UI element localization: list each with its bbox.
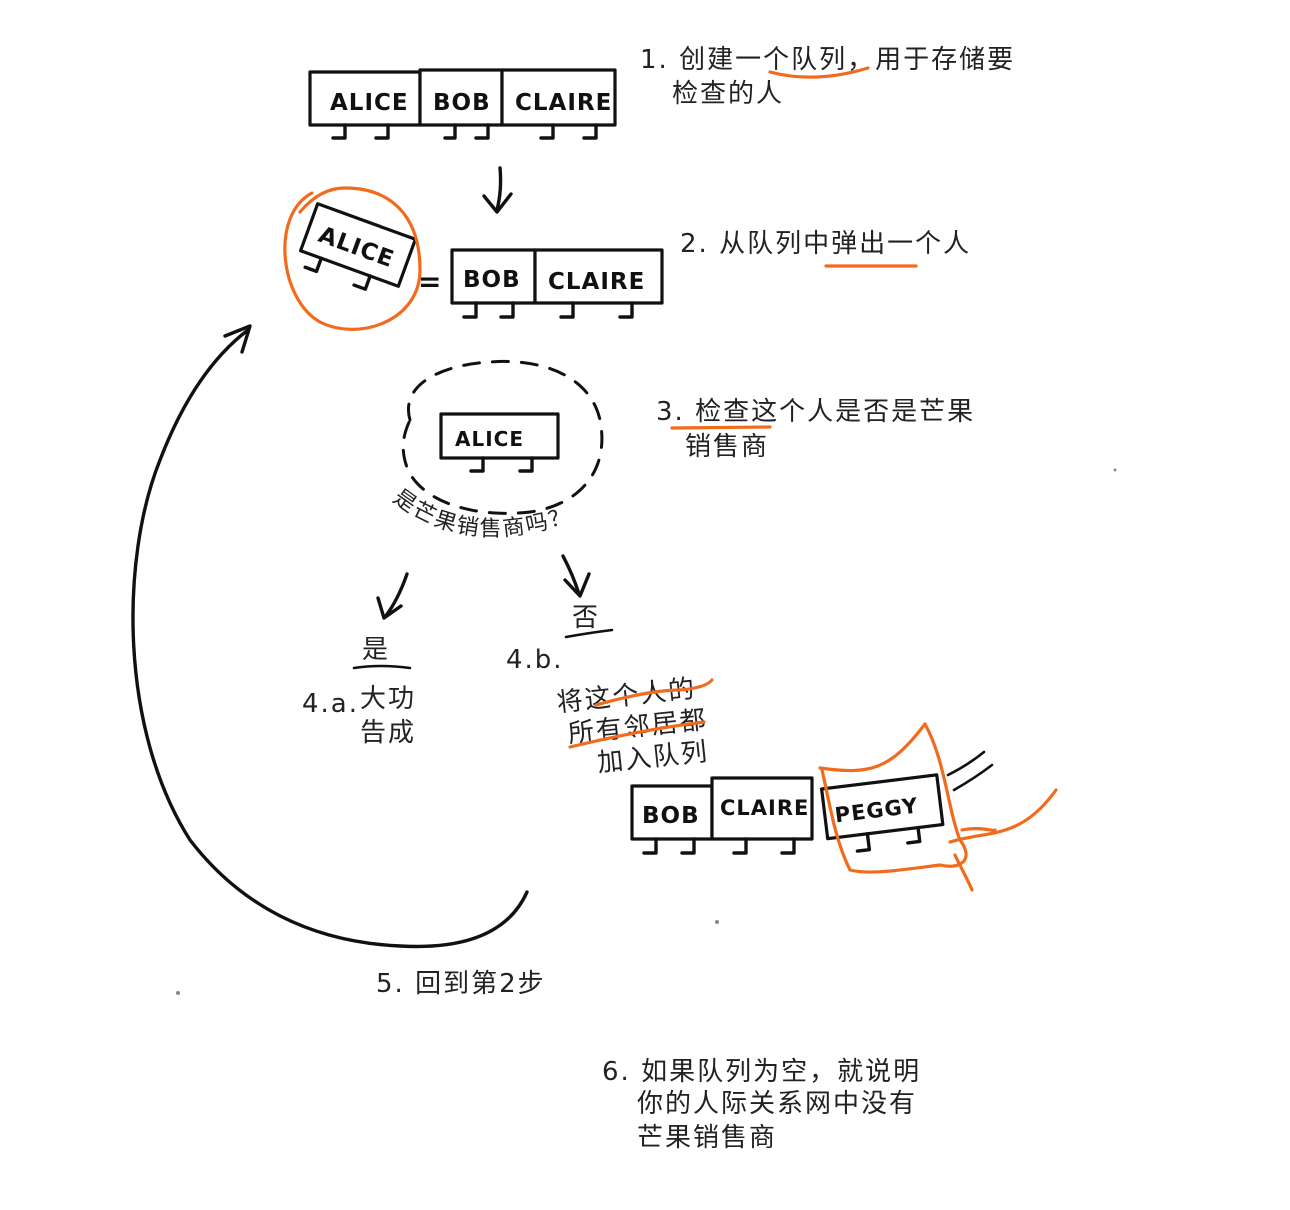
question-text: 是芒果销售商吗？: [388, 485, 575, 542]
popped-alice: ALICE: [298, 202, 418, 291]
step5-text: 5. 回到第2步: [376, 969, 546, 999]
peggy-box: [820, 773, 945, 841]
step6-text-line3: 芒果销售商: [637, 1123, 777, 1153]
no-label: 否: [572, 603, 600, 633]
step2-text: 2. 从队列中弹出一个人: [680, 229, 971, 259]
popped-alice-circle: [283, 186, 422, 331]
step4a-label: 4.a.: [302, 689, 359, 719]
queue2-box-bob: [450, 248, 537, 305]
check-dashed-cloud: [401, 359, 604, 515]
yes-label: 是: [362, 635, 390, 665]
equals-sign: =: [418, 265, 442, 298]
step1-text-line1: 1. 创建一个队列，用于存储要: [640, 45, 1015, 75]
step4b-underline-2: [568, 720, 706, 749]
step3-text-line2: 销售商: [685, 432, 769, 462]
step1-underline: [768, 66, 870, 79]
step4a-text-line2: 告成: [360, 718, 416, 748]
queue-after-pop: BOB CLAIRE: [450, 248, 664, 319]
step4b-label: 4.b.: [506, 645, 564, 675]
peggy-motion-lines: [946, 750, 994, 792]
queue-initial: ALICE BOB CLAIRE: [308, 68, 617, 140]
arrow-yes: [376, 572, 409, 620]
queue-feet: [331, 123, 598, 140]
queue-box-claire: [500, 68, 617, 127]
queue3-box-claire: [710, 776, 814, 841]
checked-alice: ALICE: [439, 412, 560, 473]
queue-name-bob: BOB: [433, 90, 491, 116]
paper-speck: [1113, 468, 1117, 472]
queue3-name-bob: BOB: [642, 803, 700, 829]
queue3-name-claire: CLAIRE: [720, 796, 809, 820]
queue-box-bob: [418, 68, 504, 127]
paper-speck: [715, 920, 719, 924]
yes-underline: [352, 664, 412, 670]
question-textpath: 是芒果销售商吗？: [388, 485, 573, 542]
queue-name-claire: CLAIRE: [515, 90, 612, 116]
loop-arrow-curve: [131, 328, 529, 949]
checked-alice-box: [439, 412, 560, 460]
queue2-name-claire: CLAIRE: [548, 269, 645, 295]
step6-text-line2: 你的人际关系网中没有: [637, 1089, 917, 1119]
peggy-highlight: [818, 722, 1058, 892]
queue-name-alice: ALICE: [330, 90, 409, 116]
checked-alice-name: ALICE: [455, 427, 524, 451]
step4a-text-line1: 大功: [360, 684, 416, 714]
step1-text-line2: 检查的人: [672, 79, 784, 109]
arrow-no: [561, 554, 591, 598]
no-underline: [564, 628, 614, 639]
step4b-underline-1: [594, 678, 714, 707]
peggy-new: PEGGY: [820, 773, 945, 853]
step3-text-line1: 3. 检查这个人是否是芒果: [656, 397, 975, 427]
step6-text-line1: 6. 如果队列为空，就说明: [602, 1057, 921, 1087]
popped-alice-box: [298, 202, 418, 288]
queue-box-alice: [308, 70, 422, 127]
queue2-box-claire: [533, 248, 664, 305]
loop-arrow-head: [223, 324, 252, 354]
queue-with-peggy: BOB CLAIRE: [630, 776, 814, 855]
paper-speck: [176, 991, 180, 995]
step3-underline: [670, 425, 772, 430]
queue2-name-bob: BOB: [463, 267, 521, 293]
arrow-down-1: [482, 166, 513, 214]
